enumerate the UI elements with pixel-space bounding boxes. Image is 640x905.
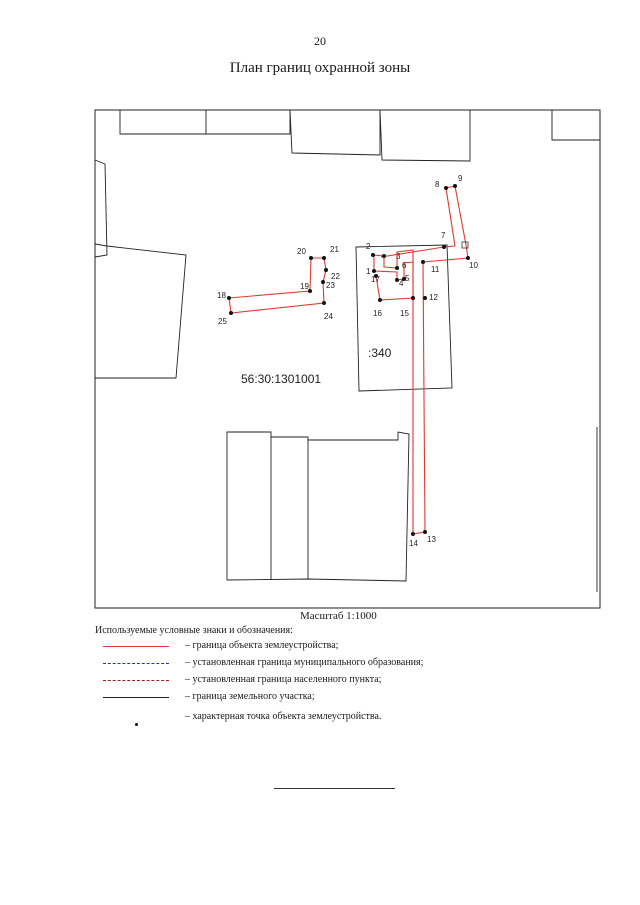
legend-text: – граница земельного участка;: [185, 691, 315, 702]
legend-sample-blue-dashdot: [103, 663, 169, 664]
point-label-12: 12: [429, 293, 438, 302]
characteristic-point-2: [371, 253, 375, 257]
point-label-1: 1: [366, 267, 371, 276]
point-label-15: 15: [400, 309, 409, 318]
characteristic-point-13: [423, 530, 427, 534]
legend-heading: Используемые условные знаки и обозначени…: [95, 625, 293, 636]
characteristic-point-6: [395, 266, 399, 270]
object-loop-inner: [375, 262, 414, 301]
point-label-3: 3: [396, 252, 401, 261]
point-label-7: 7: [441, 231, 446, 240]
point-label-16: 16: [373, 309, 382, 318]
legend-row-object-boundary: – граница объекта землеустройства;: [95, 640, 515, 654]
characteristic-point-24: [322, 301, 326, 305]
legend-text: – характерная точка объекта землеустройс…: [185, 711, 382, 722]
page-title: План границ охранной зоны: [229, 60, 411, 76]
characteristic-point-17: [374, 274, 378, 278]
point-label-18: 18: [217, 291, 226, 300]
legend-row-land-parcel-boundary: – граница земельного участка;: [95, 691, 515, 705]
characteristic-point-22: [324, 268, 328, 272]
point-label-11: 11: [431, 265, 440, 274]
characteristic-point-21: [322, 256, 326, 260]
point-label-10: 10: [469, 261, 478, 270]
characteristic-point-15: [411, 296, 415, 300]
point-label-5: 5: [405, 274, 410, 283]
characteristic-point-1: [372, 269, 376, 273]
parcel-left-1: [94, 159, 108, 258]
cadastral-quarter-label: 56:30:1301001: [241, 372, 321, 386]
legend-row-characteristic-point: – характерная точка объекта землеустройс…: [95, 711, 515, 726]
parcel-top-2: [206, 110, 291, 135]
characteristic-point-5: [402, 277, 406, 281]
building-bottom: [226, 431, 410, 582]
marker-square: [461, 241, 469, 249]
characteristic-point-25: [229, 311, 233, 315]
characteristic-point-11: [421, 260, 425, 264]
legend-sample-black-solid: [103, 697, 169, 698]
scale-label: Масштаб 1:1000: [300, 610, 377, 622]
point-label-9: 9: [458, 174, 463, 183]
parcel-340-label: :340: [368, 346, 392, 360]
legend-text: – установленная граница населенного пунк…: [185, 674, 382, 685]
characteristic-point-12: [423, 296, 427, 300]
parcel-340: [355, 244, 453, 392]
point-label-24: 24: [324, 312, 333, 321]
page-number: 20: [314, 34, 326, 48]
characteristic-point-19: [308, 289, 312, 293]
point-label-6: 6: [402, 261, 407, 270]
point-label-13: 13: [427, 535, 436, 544]
parcel-left-2: [94, 243, 187, 379]
point-label-20: 20: [297, 247, 306, 256]
legend-text: – граница объекта землеустройства;: [185, 640, 339, 651]
point-label-23: 23: [326, 281, 335, 290]
characteristic-point-23: [321, 280, 325, 284]
legend-row-municipal-boundary: – установленная граница муниципального о…: [95, 657, 515, 671]
object-line-south: [412, 261, 426, 535]
characteristic-point-18: [227, 296, 231, 300]
characteristic-point-16: [378, 298, 382, 302]
parcel-top-3: [289, 109, 381, 156]
characteristic-point-10: [466, 256, 470, 260]
point-label-8: 8: [435, 180, 440, 189]
land-parcels: [94, 109, 600, 592]
parcel-top-5: [551, 110, 600, 141]
object-branch-west: [228, 257, 327, 314]
legend-sample-point: [135, 723, 138, 726]
point-label-19: 19: [300, 282, 309, 291]
parcel-top-4: [379, 109, 471, 162]
characteristic-point-14: [411, 532, 415, 536]
legend-row-settlement-boundary: – установленная граница населенного пунк…: [95, 674, 515, 688]
characteristic-point-20: [309, 256, 313, 260]
point-label-4: 4: [399, 279, 404, 288]
characteristic-point-4: [395, 278, 399, 282]
point-label-22: 22: [331, 272, 340, 281]
object-line-east: [422, 185, 469, 263]
parcel-top-1: [119, 110, 207, 135]
point-label-14: 14: [409, 539, 418, 548]
characteristic-point-7: [442, 245, 446, 249]
characteristic-point-8: [444, 186, 448, 190]
point-label-21: 21: [330, 245, 339, 254]
characteristic-point-9: [453, 184, 457, 188]
legend-sample-red-solid: [103, 646, 169, 647]
point-label-25: 25: [218, 317, 227, 326]
object-boundary: [228, 185, 469, 535]
legend-sample-darkred-dashdot: [103, 680, 169, 681]
characteristic-points: [227, 184, 470, 536]
signature-line: [274, 788, 395, 789]
legend-text: – установленная граница муниципального о…: [185, 657, 424, 668]
point-label-2: 2: [366, 242, 371, 251]
map-frame: [94, 109, 601, 609]
characteristic-point-3: [382, 254, 386, 258]
point-label-17: 17: [371, 275, 380, 284]
